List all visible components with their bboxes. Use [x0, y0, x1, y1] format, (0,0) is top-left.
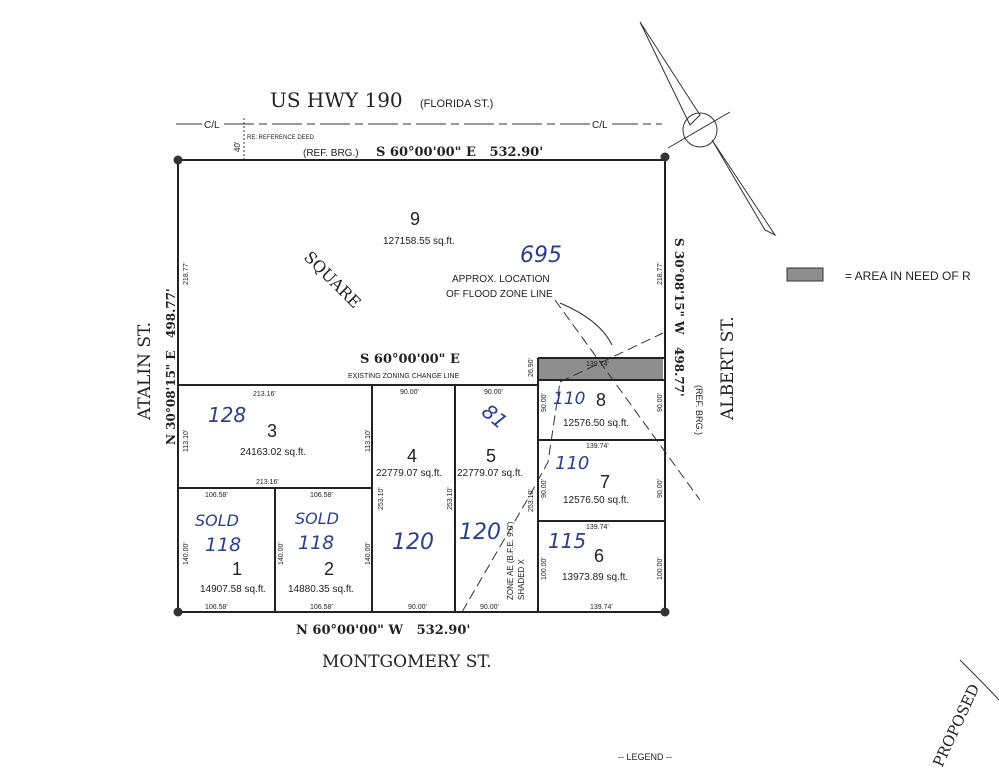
dimension-labels: 218.77' 218.77' 213.16' 213.16' 113.10' … [183, 262, 664, 611]
svg-text:140.00': 140.00' [365, 542, 372, 565]
lot-8-area: 12576.50 sq.ft. [563, 418, 629, 429]
lot-2-status: SOLD [295, 509, 339, 528]
road-north-alt: (FLORIDA ST.) [420, 98, 493, 110]
lot-2-number: 2 [324, 559, 334, 579]
svg-text:218.77': 218.77' [183, 262, 190, 285]
road-west: ATALIN ST. [135, 322, 155, 421]
svg-text:26.90': 26.90' [528, 358, 535, 377]
lot-4-area: 22779.07 sq.ft. [376, 468, 442, 479]
lot-4-handwritten: 120 [392, 530, 434, 555]
lot-9-handwritten: 695 [520, 243, 562, 268]
north-arrow-icon [639, 21, 777, 237]
svg-text:139.74': 139.74' [586, 361, 609, 368]
lot-6-area: 13973.89 sq.ft. [562, 572, 628, 583]
lot-3-number: 3 [267, 421, 277, 441]
svg-text:218.77': 218.77' [657, 262, 664, 285]
lot-1-area: 14907.58 sq.ft. [200, 584, 266, 595]
lot-5-handwritten-2: 81 [477, 399, 512, 434]
svg-text:213.16': 213.16' [253, 391, 276, 398]
zoning-bearing: S 60°00'00" E [360, 352, 460, 367]
svg-text:90.00': 90.00' [657, 393, 664, 412]
west-bearing: N 30°08'15" E 498.77' [164, 288, 178, 445]
lot-1-handwritten: 118 [205, 534, 241, 556]
svg-text:213.16': 213.16' [256, 479, 279, 486]
svg-text:106.58': 106.58' [205, 604, 228, 611]
lot-5-number: 5 [486, 446, 496, 466]
svg-text:253.10': 253.10' [447, 487, 454, 510]
reference-deed-note: RE: REFERENCE DEED [247, 135, 315, 141]
lot-9-area: 127158.55 sq.ft. [383, 236, 455, 247]
svg-text:90.00': 90.00' [484, 389, 503, 396]
north-ref-brg: (REF. BRG.) [303, 148, 359, 159]
south-bearing: N 60°00'00" W 532.90' [296, 623, 470, 638]
svg-text:139.74': 139.74' [590, 604, 613, 611]
svg-text:106.58': 106.58' [310, 492, 333, 499]
legend-shaded-swatch [786, 267, 824, 282]
lot-3-handwritten: 128 [208, 403, 246, 427]
east-bearing: S 30°08'15" W 498.77' [672, 238, 686, 397]
lot-1-status: SOLD [195, 511, 239, 530]
lot-8-handwritten: 110 [553, 389, 585, 409]
svg-text:253.10': 253.10' [378, 487, 385, 510]
svg-text:253.10': 253.10' [528, 489, 535, 512]
lot-7-handwritten: 110 [555, 453, 589, 474]
centerline-label-left: C/L [204, 120, 220, 131]
square-label: SQUARE [300, 247, 365, 312]
offset-label: 40' [233, 141, 242, 152]
corner-monument [660, 607, 670, 617]
road-north: US HWY 190 [270, 88, 403, 112]
flood-zone-label-2: OF FLOOD ZONE LINE [446, 289, 553, 300]
svg-text:90.00': 90.00' [541, 393, 548, 412]
svg-text:140.00': 140.00' [278, 542, 285, 565]
lot-8-number: 8 [596, 390, 606, 410]
centerline-label-right: C/L [592, 120, 608, 131]
shaded-area [538, 358, 663, 380]
flood-zone-label-1: APPROX. LOCATION [452, 274, 550, 285]
lot-7-number: 7 [600, 472, 610, 492]
north-bearing: S 60°00'00" E 532.90' [376, 145, 543, 160]
flood-zone-line [461, 332, 664, 613]
lot-4-number: 4 [407, 446, 417, 466]
lot-6-handwritten: 115 [548, 529, 586, 553]
lot-3-area: 24163.02 sq.ft. [240, 447, 306, 458]
lot-2-area: 14880.35 sq.ft. [288, 584, 354, 595]
corner-monument [173, 155, 183, 165]
zone-x-label: SHADED X [517, 558, 526, 600]
lot-5-area: 22779.07 sq.ft. [457, 468, 523, 479]
east-ref-brg: (REF. BRG.) [694, 385, 704, 435]
svg-text:113.10': 113.10' [365, 430, 372, 452]
svg-text:90.00': 90.00' [480, 604, 499, 611]
zoning-line-label: EXISTING ZONING CHANGE LINE [348, 373, 460, 380]
svg-text:100.00': 100.00' [657, 557, 664, 580]
road-east: ALBERT ST. [718, 316, 738, 421]
road-south: MONTGOMERY ST. [322, 652, 492, 672]
corner-monument [173, 607, 183, 617]
lot-6-number: 6 [594, 546, 604, 566]
svg-text:139.74': 139.74' [586, 443, 609, 450]
legend-shaded-label: = AREA IN NEED OF R [845, 269, 971, 283]
svg-text:100.00': 100.00' [541, 557, 548, 580]
svg-text:106.58': 106.58' [310, 604, 333, 611]
lot-7-area: 12576.50 sq.ft. [563, 495, 629, 506]
svg-text:90.00': 90.00' [400, 389, 419, 396]
lot-2-handwritten: 118 [298, 532, 334, 554]
lot-5-handwritten: 120 [459, 520, 501, 545]
svg-text:90.00': 90.00' [408, 604, 427, 611]
lot-1-number: 1 [232, 559, 242, 579]
svg-text:140.00': 140.00' [183, 542, 190, 565]
svg-text:90.00': 90.00' [541, 479, 548, 498]
lot-9-number: 9 [410, 209, 420, 229]
corner-monument [660, 152, 670, 162]
svg-text:106.58': 106.58' [205, 492, 228, 499]
svg-text:90.00': 90.00' [657, 479, 664, 498]
zone-ae-label: ZONE AE (B.F.E. 9.0') [506, 521, 515, 600]
svg-text:139.74': 139.74' [586, 524, 609, 531]
legend-title: -- LEGEND -- [618, 752, 672, 762]
svg-text:113.10': 113.10' [183, 430, 190, 452]
road-proposed: PROPOSED [929, 681, 983, 768]
